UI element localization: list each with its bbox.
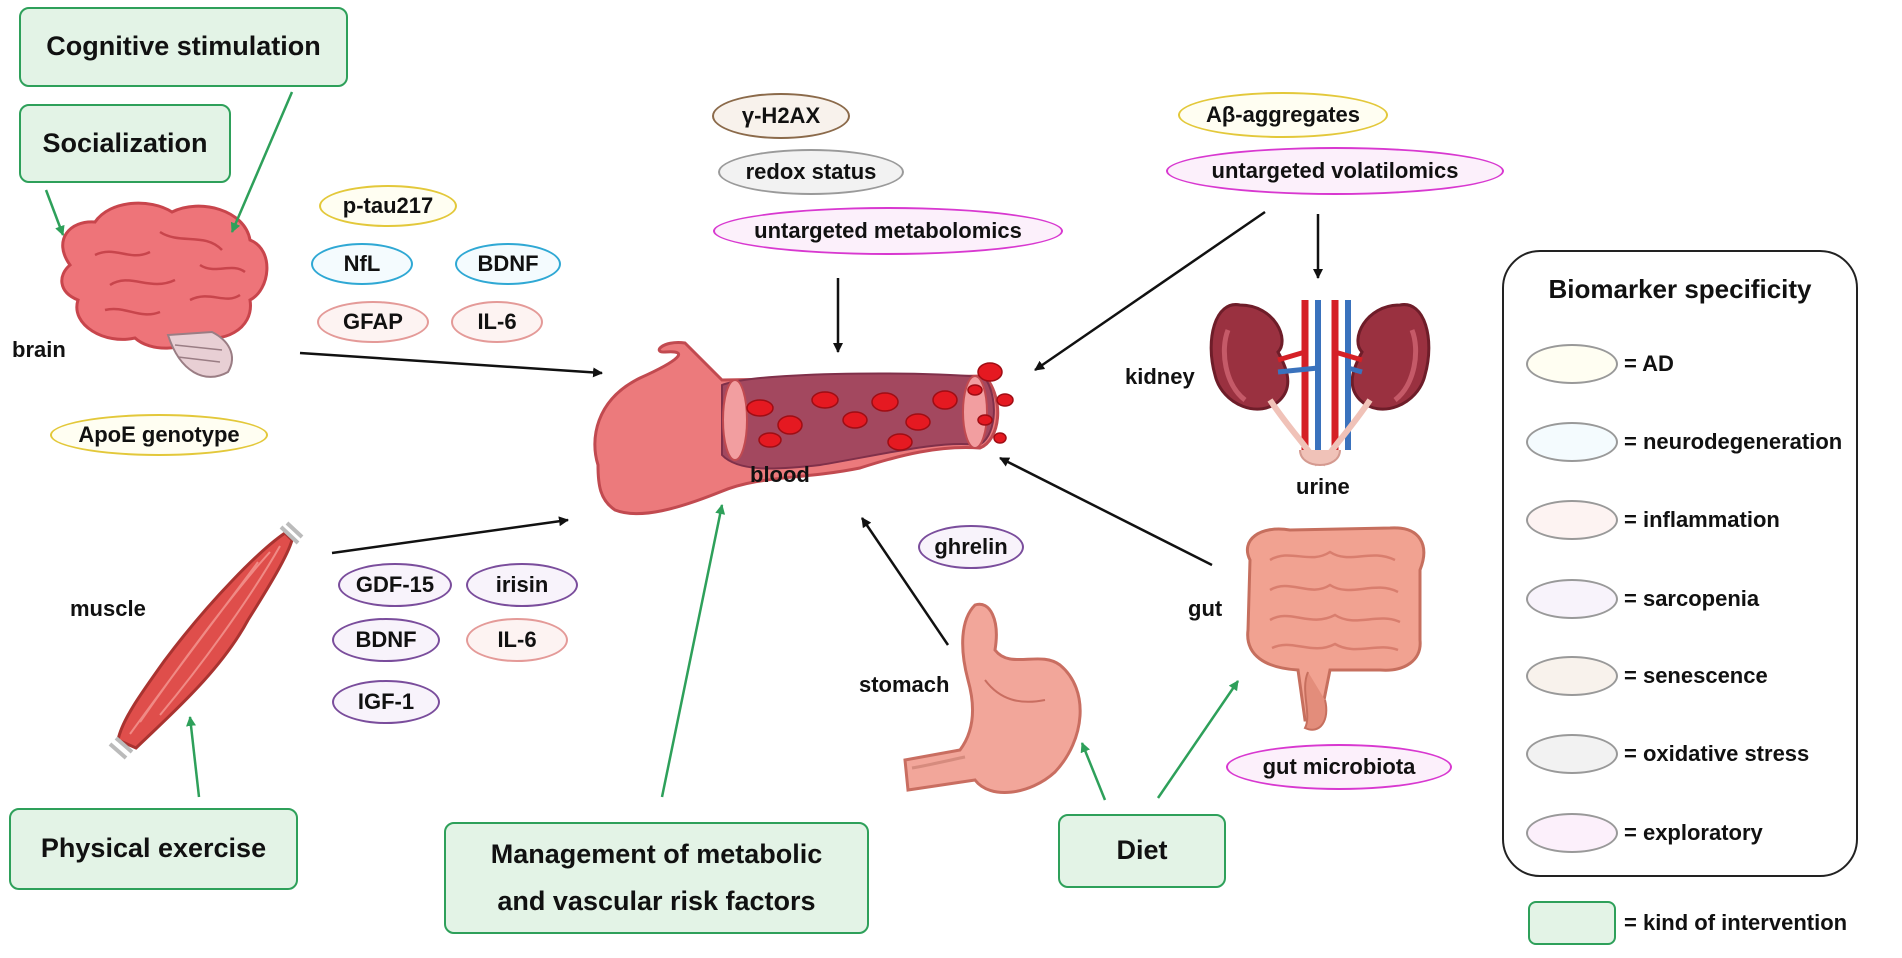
biomarker-gdf15: GDF-15 xyxy=(338,563,452,607)
organ-label-gut: gut xyxy=(1188,596,1223,621)
biomarker-untargeted-volatilomics: untargeted volatilomics xyxy=(1166,147,1504,195)
biomarker-gut-microbiota: gut microbiota xyxy=(1226,744,1452,790)
legend-swatch-senescence xyxy=(1526,656,1618,696)
arrow-exercise-to-muscle xyxy=(186,716,201,798)
physical-exercise-label: Physical exercise xyxy=(40,833,267,864)
biomarker-irisin: irisin xyxy=(466,563,578,607)
legend-item-ad: = AD xyxy=(1526,342,1674,386)
biomarker-igf1: IGF-1 xyxy=(332,680,440,724)
organ-label-blood: blood xyxy=(750,462,810,487)
legend-label-exploratory: = exploratory xyxy=(1624,820,1763,845)
arrow-cognitive-to-brain xyxy=(230,91,294,233)
arrow-volatilomics-to-blood xyxy=(1034,210,1266,372)
organ-label-stomach: stomach xyxy=(859,672,950,697)
legend-biomarker-specificity: Biomarker specificity = AD = neurodegene… xyxy=(1502,250,1858,877)
organ-label-muscle: muscle xyxy=(70,596,146,621)
arrow-socialization-to-brain xyxy=(44,189,65,236)
arrow-diet-to-stomach xyxy=(1080,742,1107,801)
kidney-illustration xyxy=(1209,300,1431,467)
biomarker-redox-status: redox status xyxy=(718,149,904,195)
legend-label-inflammation: = inflammation xyxy=(1624,507,1780,532)
arrow-brain-to-blood xyxy=(299,351,603,378)
biomarker-untargeted-metabolomics: untargeted metabolomics xyxy=(713,207,1063,255)
legend-item-sarcopenia: = sarcopenia xyxy=(1526,577,1759,621)
legend-swatch-exploratory xyxy=(1526,813,1618,853)
legend-label-senescence: = senescence xyxy=(1624,663,1768,688)
organ-label-brain: brain xyxy=(12,337,66,362)
legend-label-ad: = AD xyxy=(1624,351,1674,376)
arrow-gut-to-blood xyxy=(999,456,1213,567)
biomarker-bdnf-muscle: BDNF xyxy=(332,618,440,662)
legend-swatch-ad xyxy=(1526,344,1618,384)
legend-label-neurodegeneration: = neurodegeneration xyxy=(1624,429,1843,454)
intervention-socialization: Socialization xyxy=(19,104,231,183)
legend-item-inflammation: = inflammation xyxy=(1526,498,1780,542)
intervention-physical-exercise: Physical exercise xyxy=(9,808,298,890)
arrow-diet-to-gut xyxy=(1156,680,1240,799)
legend-swatch-oxidative-stress xyxy=(1526,734,1618,774)
legend-label-intervention: = kind of intervention xyxy=(1624,910,1848,935)
legend-label-oxidative-stress: = oxidative stress xyxy=(1624,741,1810,766)
management-label-line2: and vascular risk factors xyxy=(497,886,816,916)
legend-swatch-intervention xyxy=(1528,901,1616,945)
legend-intervention: = kind of intervention xyxy=(1528,901,1847,945)
green-arrows xyxy=(44,91,1240,801)
biomarker-apoe-genotype: ApoE genotype xyxy=(50,414,268,456)
legend-item-oxidative-stress: = oxidative stress xyxy=(1526,732,1809,776)
biomarker-gamma-h2ax: γ-H2AX xyxy=(712,93,850,139)
black-arrows xyxy=(299,210,1323,646)
biomarker-gfap: GFAP xyxy=(317,301,429,343)
legend-swatch-sarcopenia xyxy=(1526,579,1618,619)
legend-swatch-inflammation xyxy=(1526,500,1618,540)
arrow-muscle-to-blood xyxy=(331,516,569,555)
biomarker-ab-aggregates: Aβ-aggregates xyxy=(1178,92,1388,138)
arrow-management-to-blood xyxy=(660,504,726,798)
socialization-label: Socialization xyxy=(42,127,208,158)
management-label-line1: Management of metabolic xyxy=(490,838,823,869)
legend-item-neurodegeneration: = neurodegeneration xyxy=(1526,420,1842,464)
legend-label-sarcopenia: = sarcopenia xyxy=(1624,586,1760,611)
biomarker-nfl: NfL xyxy=(311,243,413,285)
legend-item-exploratory: = exploratory xyxy=(1526,811,1763,855)
legend-title: Biomarker specificity xyxy=(1548,274,1812,304)
brain-illustration xyxy=(60,201,269,378)
organ-label-urine: urine xyxy=(1296,474,1350,499)
intervention-diet: Diet xyxy=(1058,814,1226,888)
gut-illustration xyxy=(1246,526,1426,731)
blood-vessel-illustration xyxy=(593,341,1014,516)
stomach-illustration xyxy=(903,602,1082,794)
biomarker-bdnf-brain: BDNF xyxy=(455,243,561,285)
biomarker-ghrelin: ghrelin xyxy=(918,525,1024,569)
biomarker-p-tau217: p-tau217 xyxy=(319,185,457,227)
arrow-stomach-to-blood xyxy=(860,517,950,646)
biomarker-il6-brain: IL-6 xyxy=(451,301,543,343)
muscle-illustration xyxy=(108,521,304,760)
cognitive-stimulation-label: Cognitive stimulation xyxy=(46,31,321,62)
legend-swatch-neurodegeneration xyxy=(1526,422,1618,462)
intervention-management-risk-factors: Management of metabolic and vascular ris… xyxy=(444,822,869,934)
legend-item-senescence: = senescence xyxy=(1526,654,1768,698)
intervention-cognitive-stimulation: Cognitive stimulation xyxy=(19,7,348,87)
organ-label-kidney: kidney xyxy=(1125,364,1195,389)
diet-label: Diet xyxy=(1116,835,1168,866)
biomarker-il6-muscle: IL-6 xyxy=(466,618,568,662)
